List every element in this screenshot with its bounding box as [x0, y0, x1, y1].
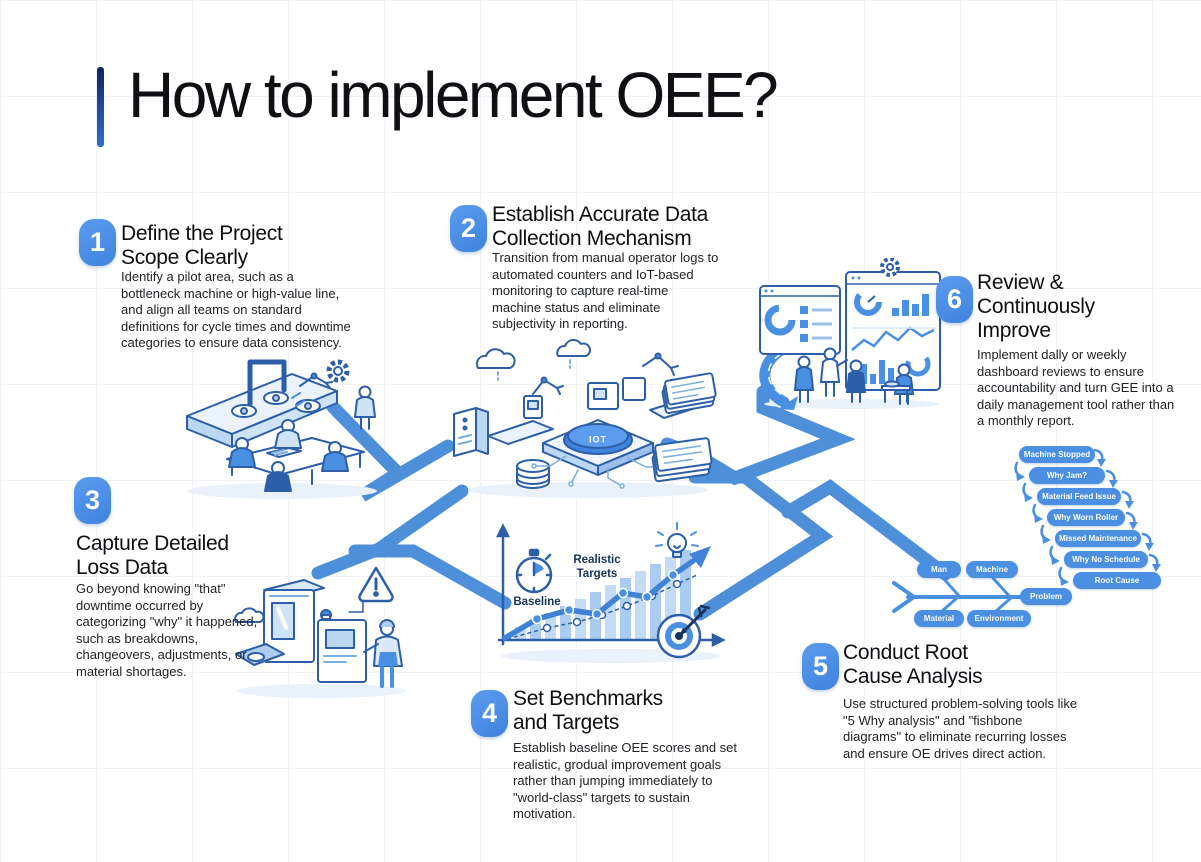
page-title: How to implement OEE? [128, 59, 779, 131]
fishbone-pill-material: Material [914, 610, 964, 627]
dashboard-review-illustration [759, 258, 941, 410]
iot-data-illustration: IOT [453, 339, 717, 498]
step-1-badge: 1 [79, 219, 116, 266]
five-why-pill-1: Machine Stopped [1019, 446, 1095, 463]
title-accent-bar [97, 67, 104, 147]
step-3-title: Capture Detailed Loss Data [76, 532, 229, 579]
step-2-body: Transition from manual operator logs to … [492, 250, 719, 331]
step-6-title: Review & Continuously Improve [977, 271, 1095, 342]
machine-body [263, 579, 325, 663]
review-team-figures [793, 347, 915, 405]
fishbone-pill-environment: Environment [967, 610, 1031, 627]
report-stack-bottom [651, 437, 713, 483]
baseline-label: Baseline [513, 596, 561, 608]
pilot-scope-illustration [186, 359, 377, 499]
control-console [317, 609, 367, 683]
gear-icon [326, 359, 350, 383]
stopwatch-icon [515, 548, 553, 594]
step-2-badge: 2 [450, 205, 487, 252]
step-3-badge: 3 [74, 477, 111, 524]
five-why-pill-5: Missed Maintenance [1055, 530, 1141, 547]
five-why-pill-4: Why Worn Roller [1047, 509, 1125, 526]
robot-arm-icon [299, 372, 333, 389]
loss-data-illustration [234, 566, 406, 698]
step-5-body: Use structured problem-solving tools lik… [843, 696, 1078, 761]
fishbone-pill-man: Man [917, 561, 961, 578]
five-why-pill-7: Root Cause [1073, 572, 1161, 589]
five-why-pill-6: Why No Schedule [1064, 551, 1148, 568]
fishbone-diagram [892, 576, 1024, 614]
report-stack-top [661, 372, 717, 414]
operator-figure [363, 619, 403, 688]
step-4-title: Set Benchmarks and Targets [513, 687, 663, 734]
five-why-arrowheads [1016, 459, 1161, 586]
dashboard-panel-large [845, 271, 941, 391]
trend-arrow [502, 546, 711, 641]
warning-icon [348, 566, 394, 613]
step-4-badge: 4 [471, 690, 508, 737]
step-5-badge: 5 [802, 643, 839, 690]
lightbulb-icon [655, 522, 699, 558]
step-4-body: Establish baseline OEE scores and set re… [513, 740, 738, 821]
step-6-body: Implement dally or weekly dashboard revi… [977, 347, 1175, 428]
target-icon [656, 604, 711, 659]
step-5-title: Conduct Root Cause Analysis [843, 641, 983, 688]
step-1-body: Identify a pilot area, such as a bottlen… [121, 269, 351, 350]
iot-hub [542, 419, 654, 476]
step-2-title: Establish Accurate Data Collection Mecha… [492, 203, 709, 250]
step-3-body: Go beyond knowing "that" downtime occurr… [76, 581, 258, 679]
step-1-title: Define the Project Scope Clearly [121, 222, 283, 269]
robot-arm-left [523, 376, 564, 419]
realistic-targets-label: Realistic Targets [573, 554, 621, 580]
server-icon [453, 407, 489, 457]
five-why-pill-3: Material Feed Issue [1037, 488, 1121, 505]
operator-figure [354, 385, 376, 430]
benchmark-chart-illustration [495, 522, 726, 663]
five-why-pill-2: Why Jam? [1029, 467, 1105, 484]
fishbone-pill-problem: Problem [1020, 588, 1072, 605]
gear-icon [880, 258, 900, 277]
iot-hub-label: IOT [589, 434, 607, 444]
dashboard-panel-small [759, 285, 841, 355]
fishbone-pill-machine: Machine [966, 561, 1018, 578]
step-6-badge: 6 [936, 276, 973, 323]
team-figures [228, 419, 349, 492]
cloud-icon [475, 339, 591, 381]
database-icon [516, 459, 550, 489]
